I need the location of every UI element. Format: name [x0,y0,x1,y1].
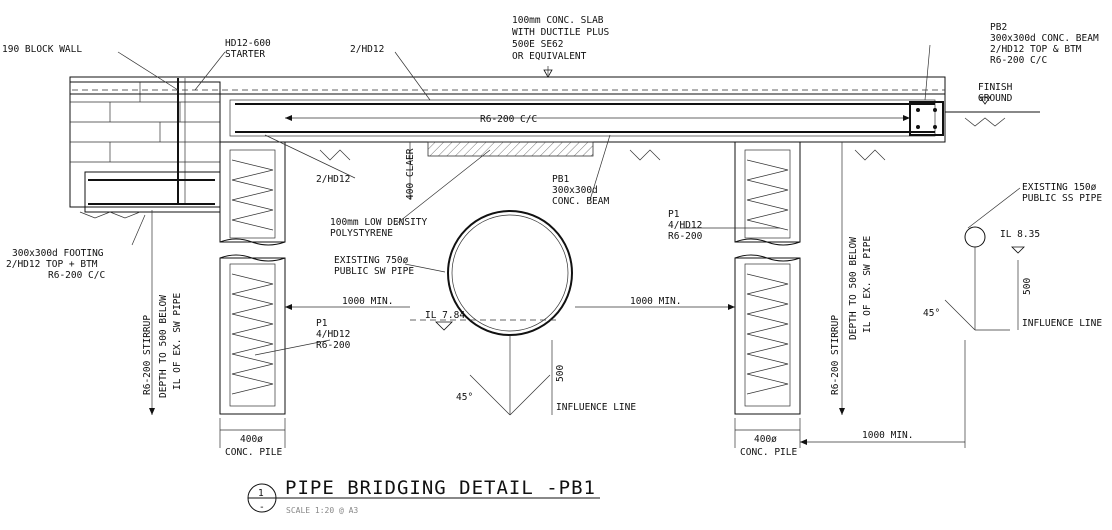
label-pb2-4: R6-200 C/C [990,55,1047,66]
label-pile-dia-2: 400ø [754,434,777,445]
label-depth-left-1: DEPTH TO 500 BELOW [158,295,169,398]
label-il-sw: IL 7.84 [425,310,465,321]
label-starter-1: HD12-600 [225,38,271,49]
label-p1-right-3: R6-200 [668,231,703,242]
title-sheet: - [259,502,265,513]
label-il-ss: IL 8.35 [1000,229,1040,240]
label-influence-1: INFLUENCE LINE [556,402,636,413]
concrete-slab [69,76,946,95]
label-slab-2: WITH DUCTILE PLUS [512,27,610,38]
ss-pipe [944,187,1025,331]
label-angle-1: 45° [456,392,473,403]
label-slab-3: 500E SE62 [512,39,563,50]
label-pb2-3: 2/HD12 TOP & BTM [990,44,1082,55]
label-depth-left-2: IL OF EX. SW PIPE [172,292,183,390]
ground-hatch [319,149,886,161]
label-slab-1: 100mm CONC. SLAB [512,15,604,26]
polystyrene-layer [427,141,594,157]
label-stirrup-right: R6-200 STIRRUP [830,315,841,395]
label-min-right: 1000 MIN. [630,296,681,307]
label-min-far: 1000 MIN. [862,430,913,441]
pile-left [219,141,286,415]
dimension-lines [149,142,1019,448]
label-starter-2: STARTER [225,49,265,60]
label-poly-2: POLYSTYRENE [330,228,393,239]
footing [79,171,221,219]
label-finish-2: GROUND [978,93,1013,104]
label-clear-400: 400 CLAER [405,148,416,200]
block-wall [69,78,221,208]
label-p1-left-2: 4/HD12 [316,329,350,340]
label-pb2-2: 300x300d CONC. BEAM [990,33,1099,44]
label-p1-left-1: P1 [316,318,328,329]
title-number: 1 [258,488,264,499]
label-depth-right-1: DEPTH TO 500 BELOW [848,237,859,340]
label-pb1-3: CONC. BEAM [552,196,609,207]
label-block-wall: 190 BLOCK WALL [2,44,82,55]
label-p1-right-2: 4/HD12 [668,220,702,231]
label-min-left: 1000 MIN. [342,296,393,307]
label-hd12-btm: 2/HD12 [316,174,350,185]
label-pile-2: CONC. PILE [740,447,797,458]
label-slab-4: OR EQUIVALENT [512,51,587,62]
label-pb1-1: PB1 [552,174,569,185]
label-footing-3: R6-200 C/C [48,270,105,281]
label-stirrup-left: R6-200 STIRRUP [142,315,153,395]
label-dim-500-b: 500 [1022,278,1033,295]
beam-pb2-section [909,101,944,136]
beam-pb1 [219,93,946,143]
label-dim-500-a: 500 [555,365,566,382]
label-sw-1: EXISTING 750ø [334,255,409,266]
label-ss-1: EXISTING 150ø [1022,182,1097,193]
label-pile-1: CONC. PILE [225,447,282,458]
title-text: PIPE BRIDGING DETAIL -PB1 [285,477,596,499]
label-pile-dia-1: 400ø [240,434,263,445]
label-p1-right-1: P1 [668,209,680,220]
label-ss-2: PUBLIC SS PIPE [1022,193,1102,204]
title-scale: SCALE 1:20 @ A3 [286,506,358,515]
sw-pipe [410,210,573,416]
label-footing-2: 2/HD12 TOP + BTM [6,259,98,270]
label-p1-left-3: R6-200 [316,340,351,351]
label-pb1-2: 300x300d [552,185,598,196]
label-hd12-top: 2/HD12 [350,44,384,55]
title-block: 1 - PIPE BRIDGING DETAIL -PB1 SCALE 1:20… [247,477,600,515]
label-influence-2: INFLUENCE LINE [1022,318,1102,329]
label-finish-1: FINISH [978,82,1013,93]
label-footing-1: 300x300d FOOTING [12,248,104,259]
label-sw-2: PUBLIC SW PIPE [334,266,414,277]
label-r6-stirrup: R6-200 C/C [480,114,537,125]
label-poly-1: 100mm LOW DENSITY [330,217,428,228]
leader-lines [117,44,931,356]
pile-right [734,141,801,415]
label-depth-right-2: IL OF EX. SW PIPE [862,235,873,333]
finish-ground [945,96,1040,127]
label-angle-2: 45° [923,308,940,319]
label-pb2-1: PB2 [990,22,1007,33]
